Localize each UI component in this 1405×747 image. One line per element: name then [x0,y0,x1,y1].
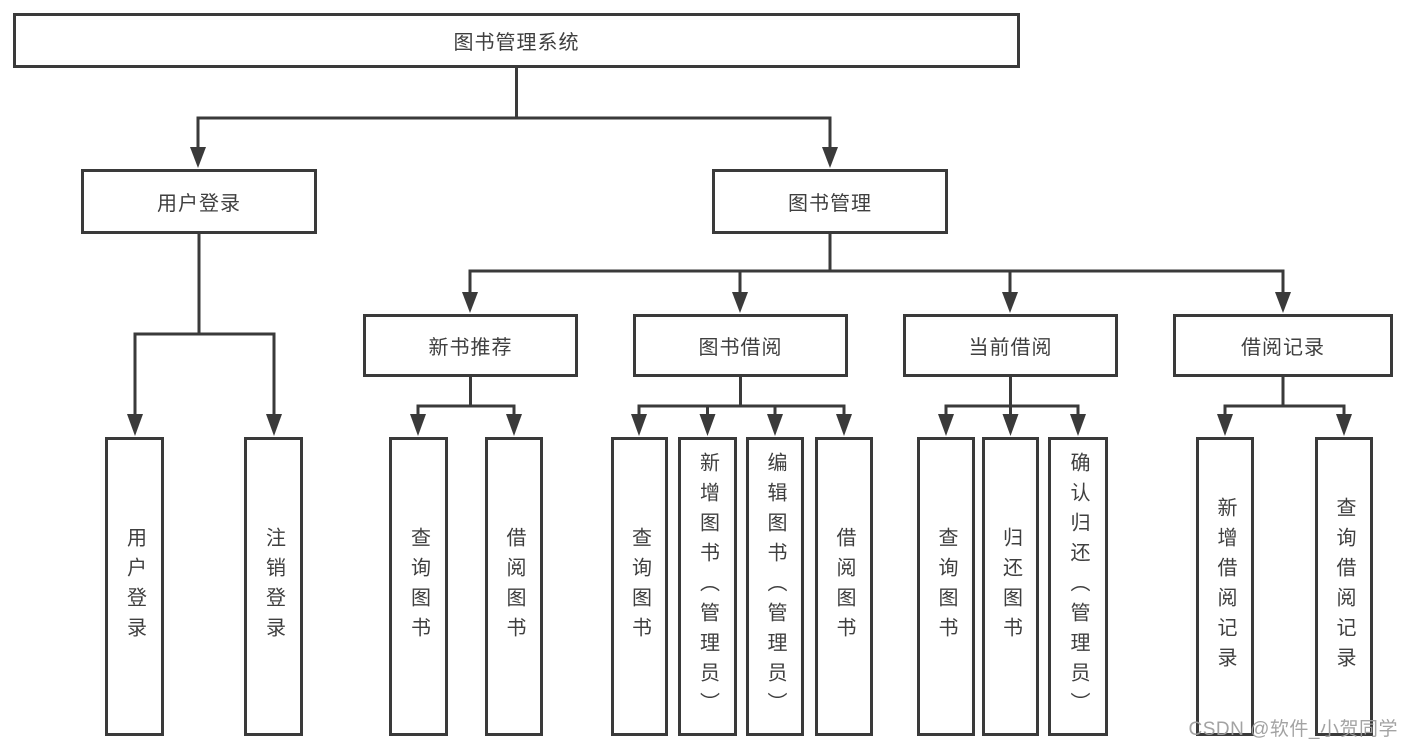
node-leaf-add-book-admin: 新增图书（管理员） [678,437,737,736]
node-leaf-query-borrow-record: 查询借阅记录 [1315,437,1373,736]
node-user-login: 用户登录 [81,169,317,234]
node-leaf-borrow-book-1: 借阅图书 [485,437,543,736]
node-leaf-confirm-return-admin: 确认归还（管理员） [1048,437,1108,736]
node-borrow-records: 借阅记录 [1173,314,1393,377]
node-leaf-user-login: 用户登录 [105,437,164,736]
node-leaf-add-borrow-record: 新增借阅记录 [1196,437,1254,736]
node-leaf-return-book: 归还图书 [982,437,1039,736]
node-leaf-edit-book-admin: 编辑图书（管理员） [746,437,804,736]
watermark-text: CSDN @软件_小贺同学 [1188,719,1398,740]
node-new-book-recommend: 新书推荐 [363,314,578,377]
node-leaf-logout: 注销登录 [244,437,303,736]
node-leaf-query-book-3: 查询图书 [917,437,975,736]
node-leaf-query-book-2: 查询图书 [611,437,668,736]
node-book-management: 图书管理 [712,169,948,234]
node-leaf-borrow-book-2: 借阅图书 [815,437,873,736]
node-root: 图书管理系统 [13,13,1020,68]
node-current-borrow: 当前借阅 [903,314,1118,377]
node-book-borrow: 图书借阅 [633,314,848,377]
node-leaf-query-book-1: 查询图书 [389,437,448,736]
